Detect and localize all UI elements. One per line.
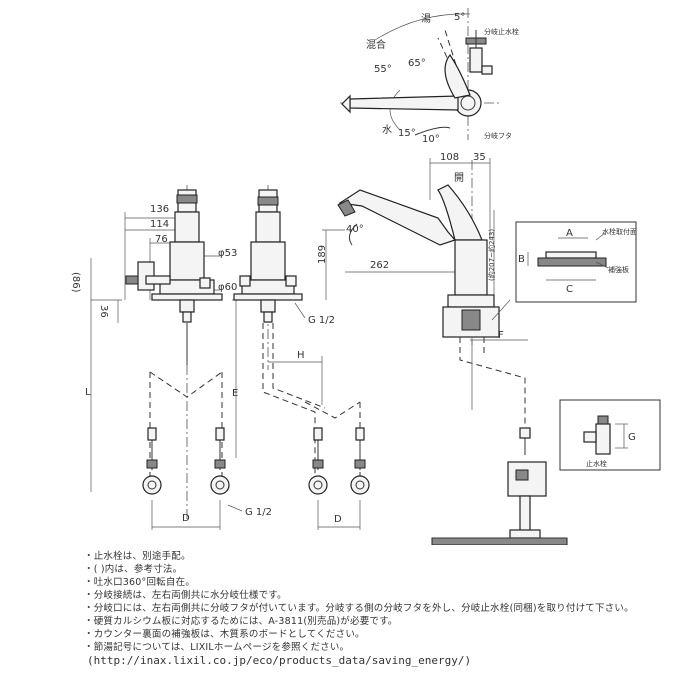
dim-E: E [232, 388, 238, 399]
note-7: ・カウンター裏面の補強板は、木質系のボードとしてください。 [84, 629, 365, 640]
dim-189: 189 [317, 245, 328, 264]
angle-15: 15° [398, 128, 416, 139]
dim-L: L [85, 387, 91, 398]
front-view: 136 114 76 φ53 φ60 (86) 36 L D G 1/2 [70, 185, 272, 530]
label-reinforce: 補強板 [608, 265, 629, 274]
note-4: ・分岐接続は、左右両側共に水分岐仕様です。 [84, 590, 287, 601]
dim-53: φ53 [218, 248, 237, 259]
dim-86: (86) [70, 272, 81, 293]
angle-55: 55° [374, 64, 392, 75]
dim-D2: D [334, 514, 342, 525]
dim-108: 108 [440, 152, 459, 163]
dim-207: (約207~約243) [487, 229, 496, 281]
note-6: ・硬質カルシウム板に対応するためには、A-3811(別売品)が必要です。 [84, 616, 398, 627]
dim-40: 40° [346, 224, 364, 235]
dim-36: 36 [98, 305, 109, 318]
dim-F: F [498, 330, 504, 341]
angle-10: 10° [422, 134, 440, 145]
label-hot: 湯 [421, 12, 431, 25]
dim-76: 76 [155, 234, 168, 245]
label-top-surface: 水栓取付面 [602, 227, 637, 236]
dim-G2: G 1/2 [308, 315, 335, 326]
dim-G: G [628, 432, 636, 443]
label-stop-valve: 止水栓 [586, 459, 607, 468]
note-5: ・分岐口には、左右両側共に分岐フタが付いています。分岐する側の分岐フタを外し、分… [84, 603, 634, 614]
dim-G1: G 1/2 [245, 507, 272, 518]
label-cold: 水 [382, 124, 392, 136]
dim-D1: D [182, 513, 190, 524]
top-view: 湯 5° 混合 55° 65° 水 15° 10° 分岐止水栓 分岐フタ [340, 8, 519, 145]
note-3: ・吐水口360°回転自在。 [84, 577, 195, 588]
label-branch-cap: 分岐フタ [484, 131, 512, 140]
dim-C: C [566, 284, 573, 295]
dim-B: B [518, 254, 525, 265]
dim-H: H [297, 350, 305, 361]
label-mix: 混合 [366, 38, 386, 51]
profile-view: 108 35 189 262 40° (約207~約243) F 開 A B C… [317, 152, 661, 545]
angle-65: 65° [408, 58, 426, 69]
dim-35: 35 [473, 152, 486, 163]
reference-url: (http://inax.lixil.co.jp/eco/products_da… [87, 654, 472, 667]
note-2: ・( )内は、参考寸法。 [84, 564, 183, 575]
dim-114: 114 [150, 219, 169, 230]
label-open: 開 [454, 172, 464, 184]
dim-60: φ60 [218, 282, 237, 293]
faucet-technical-drawing: 湯 5° 混合 55° 65° 水 15° 10° 分岐止水栓 分岐フタ [70, 8, 661, 545]
dim-136: 136 [150, 204, 169, 215]
dim-262: 262 [370, 260, 389, 271]
dim-A: A [566, 228, 573, 239]
note-1: ・止水栓は、別途手配。 [84, 551, 191, 562]
label-branch-valve: 分岐止水栓 [484, 27, 519, 36]
note-8: ・節湯記号については、LIXILホームページを参照ください。 [84, 642, 350, 653]
side-view: G 1/2 E H D [232, 185, 370, 530]
notes-section: ・止水栓は、別途手配。 ・( )内は、参考寸法。 ・吐水口360°回転自在。 ・… [84, 550, 694, 668]
angle-5: 5° [454, 12, 465, 23]
